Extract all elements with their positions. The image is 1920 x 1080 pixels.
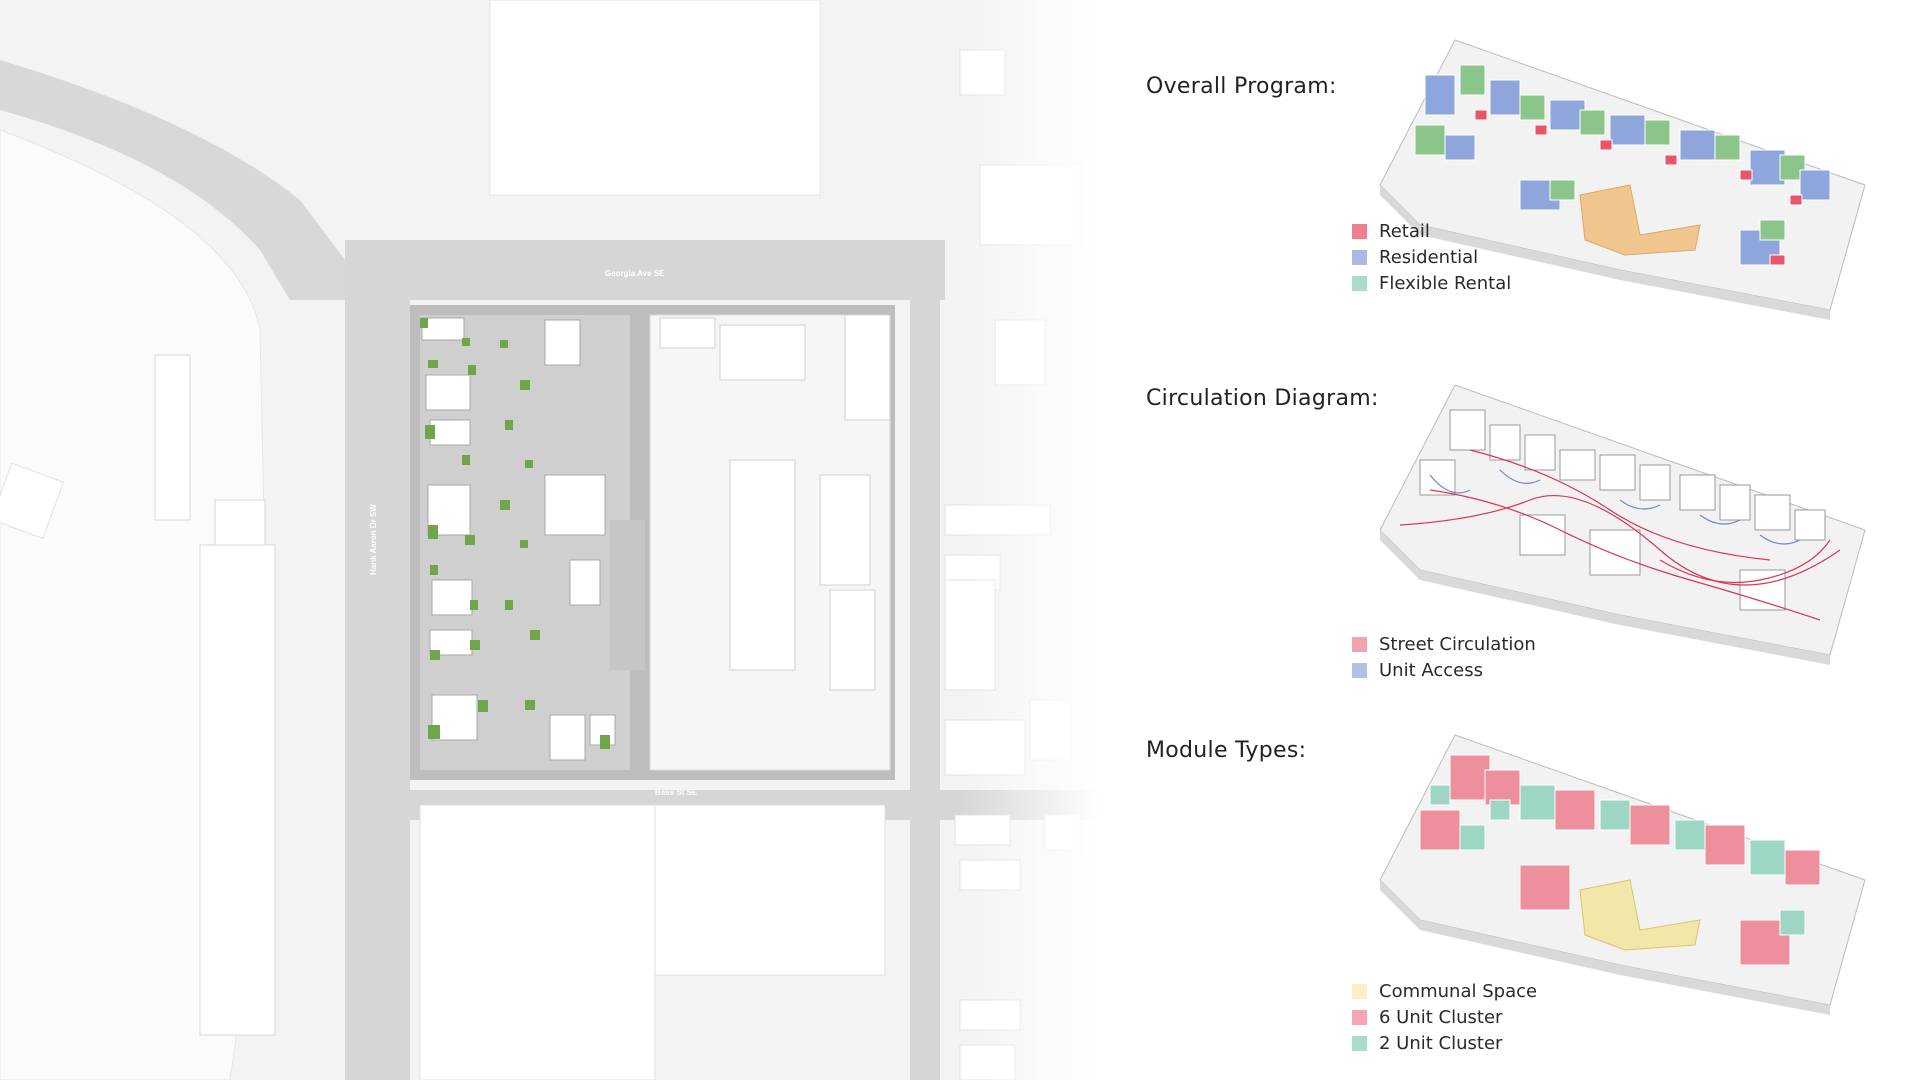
module-types-title: Module Types: [1146, 738, 1307, 763]
legend-label-residential: Residential [1379, 246, 1479, 268]
legend-label-communal-space: Communal Space [1379, 980, 1538, 1002]
module-types-diagram [1379, 734, 1866, 1015]
overall-program-diagram [1379, 39, 1866, 320]
street-circulation-swatch [1352, 636, 1367, 652]
legend-item-6-unit-cluster: 6 Unit Cluster [1352, 1004, 1537, 1030]
street-label-bottom: Bass St SE [655, 788, 698, 797]
legend-item-street-circulation: Street Circulation [1352, 631, 1536, 657]
retail-swatch [1352, 223, 1367, 239]
two-unit-cluster-swatch [1352, 1035, 1367, 1051]
legend-item-communal-space: Communal Space [1352, 978, 1537, 1004]
circulation-legend: Street Circulation Unit Access [1352, 631, 1536, 683]
legend-label-2-unit-cluster: 2 Unit Cluster [1379, 1032, 1503, 1054]
legend-item-unit-access: Unit Access [1352, 657, 1536, 683]
circulation-diagram [1379, 384, 1866, 665]
flexible-rental-swatch [1352, 275, 1367, 291]
legend-label-unit-access: Unit Access [1379, 659, 1483, 681]
street-label-top: Georgia Ave SE [605, 269, 665, 278]
residential-swatch [1352, 249, 1367, 265]
unit-access-swatch [1352, 662, 1367, 678]
legend-label-retail: Retail [1379, 220, 1430, 242]
legend-item-2-unit-cluster: 2 Unit Cluster [1352, 1030, 1537, 1056]
legend-label-street-circulation: Street Circulation [1379, 633, 1536, 655]
legend-item-retail: Retail [1352, 218, 1511, 244]
legend-item-residential: Residential [1352, 244, 1511, 270]
legend-label-6-unit-cluster: 6 Unit Cluster [1379, 1006, 1503, 1028]
overall-program-title: Overall Program: [1146, 74, 1337, 99]
communal-space-swatch [1352, 983, 1367, 999]
circulation-diagram-title: Circulation Diagram: [1146, 386, 1379, 411]
site-plan-map: Georgia Ave SE Bass St SE Hank Aaron Dr … [0, 0, 1100, 1080]
legend-label-flexible-rental: Flexible Rental [1379, 272, 1512, 294]
module-types-legend: Communal Space 6 Unit Cluster 2 Unit Clu… [1352, 978, 1537, 1056]
overall-program-legend: Retail Residential Flexible Rental [1352, 218, 1511, 296]
legend-item-flexible-rental: Flexible Rental [1352, 270, 1511, 296]
six-unit-cluster-swatch [1352, 1009, 1367, 1025]
street-label-left: Hank Aaron Dr SW [369, 504, 378, 575]
